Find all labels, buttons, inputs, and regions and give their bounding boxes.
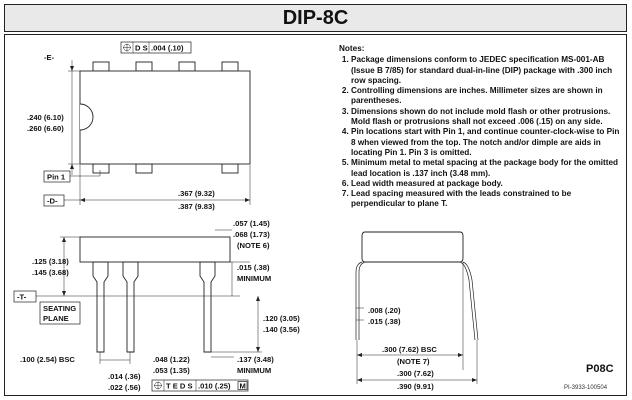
top-view: D S .004 (.10) -E- .240 (6.10) .260 (6.6… xyxy=(27,41,251,211)
bottom-pin xyxy=(221,163,239,174)
standoff-minimum: MINIMUM xyxy=(237,274,271,283)
title-bar: DIP-8C xyxy=(4,4,627,32)
note7-ref: (NOTE 7) xyxy=(397,357,430,366)
bottom-pin xyxy=(92,163,110,174)
pitch-bsc: .100 (2.54) BSC xyxy=(20,355,75,364)
lead-top-min: .057 (1.45) xyxy=(233,219,270,228)
length-min: .367 (9.32) xyxy=(178,189,215,198)
lead-span-min: .300 (7.62) xyxy=(397,369,434,378)
notes-block: Notes: Package dimensions conform to JED… xyxy=(339,44,624,210)
gap-minimum: MINIMUM xyxy=(237,366,271,375)
page-title: DIP-8C xyxy=(282,6,349,29)
pin1-tag xyxy=(43,170,71,183)
fcf-tolerance: .004 (.10) xyxy=(151,44,184,53)
note-item: Package dimensions conform to JEDEC spec… xyxy=(351,55,624,86)
top-pin xyxy=(92,61,110,72)
lead-length-min: .120 (3.05) xyxy=(263,314,300,323)
body-width-min: .240 (6.10) xyxy=(27,113,64,122)
lead-length-max: .140 (3.56) xyxy=(263,325,300,334)
note-item: Lead spacing measured with the leads con… xyxy=(351,189,624,210)
standoff: .015 (.38) xyxy=(237,263,270,272)
shoulder-min: .048 (1.22) xyxy=(153,355,190,364)
mmc-modifier: M xyxy=(240,382,246,391)
note6-ref: (NOTE 6) xyxy=(237,241,270,250)
mmc-modifier-box xyxy=(237,381,248,390)
note-item: Controlling dimensions are inches. Milli… xyxy=(351,86,624,107)
side-lead xyxy=(199,261,216,353)
seating-plane-tag xyxy=(39,301,81,325)
end-view: .008 (.20) .015 (.38) .300 (7.62) BSC (N… xyxy=(355,231,479,391)
package-body-end xyxy=(361,231,464,263)
note-item: Lead width measured at package body. xyxy=(351,179,624,189)
height-max: .145 (3.68) xyxy=(32,268,69,277)
omitted-gap: .137 (3.48) xyxy=(237,355,274,364)
side-lead xyxy=(122,261,139,353)
seating-plane-line1: SEATING xyxy=(43,304,76,313)
fcf-bottom-datums: T E D S xyxy=(166,382,193,391)
package-code: P08C xyxy=(586,363,614,375)
lead-thickness-max: .015 (.38) xyxy=(368,317,401,326)
note-item: Dimensions shown do not include mold fla… xyxy=(351,107,624,128)
lead-width-min: .014 (.36) xyxy=(108,372,141,381)
fcf-bottom xyxy=(151,379,249,392)
lead-span-max: .390 (9.91) xyxy=(397,382,434,391)
datum-t-tag xyxy=(13,290,37,303)
notes-heading: Notes: xyxy=(339,44,365,53)
pin1-notch xyxy=(79,103,94,131)
end-lead-left xyxy=(355,261,363,340)
note-item: Minimum metal to metal spacing at the pa… xyxy=(351,158,624,179)
fcf-top xyxy=(120,41,192,54)
lead-top-max: .068 (1.73) xyxy=(233,230,270,239)
top-pin xyxy=(221,61,239,72)
lead-thickness-min: .008 (.20) xyxy=(368,306,401,315)
lead-width-max: .022 (.56) xyxy=(108,383,141,392)
shoulder-max: .053 (1.35) xyxy=(153,366,190,375)
pin1-label: Pin 1 xyxy=(47,173,66,182)
length-max: .387 (9.83) xyxy=(178,202,215,211)
drawing-reference: PI-3933-100504 xyxy=(564,385,608,391)
package-body-side xyxy=(79,236,231,263)
drawing-frame xyxy=(4,34,627,396)
notes-list: Package dimensions conform to JEDEC spec… xyxy=(339,55,624,209)
datum-t: -T- xyxy=(17,293,27,302)
datum-e: -E- xyxy=(44,53,55,62)
side-view: .125 (3.18) .145 (3.68) -T- SEATING PLAN… xyxy=(13,219,300,392)
height-min: .125 (3.18) xyxy=(32,257,69,266)
note-item: Pin locations start with Pin 1, and cont… xyxy=(351,127,624,158)
bottom-pin xyxy=(135,163,153,174)
end-lead-right xyxy=(462,261,479,341)
seating-plane-line2: PLANE xyxy=(43,314,69,323)
top-pin xyxy=(135,61,153,72)
side-lead xyxy=(92,261,109,353)
top-pin xyxy=(178,61,196,72)
fcf-datums: D S xyxy=(135,44,148,53)
package-body-top xyxy=(79,70,251,165)
body-width-max: .260 (6.60) xyxy=(27,124,64,133)
row-spacing-bsc: .300 (7.62) BSC xyxy=(382,345,437,354)
datum-d-tag xyxy=(43,194,65,207)
datum-d: -D- xyxy=(47,197,58,206)
fcf-bottom-tolerance: .010 (.25) xyxy=(198,382,231,391)
